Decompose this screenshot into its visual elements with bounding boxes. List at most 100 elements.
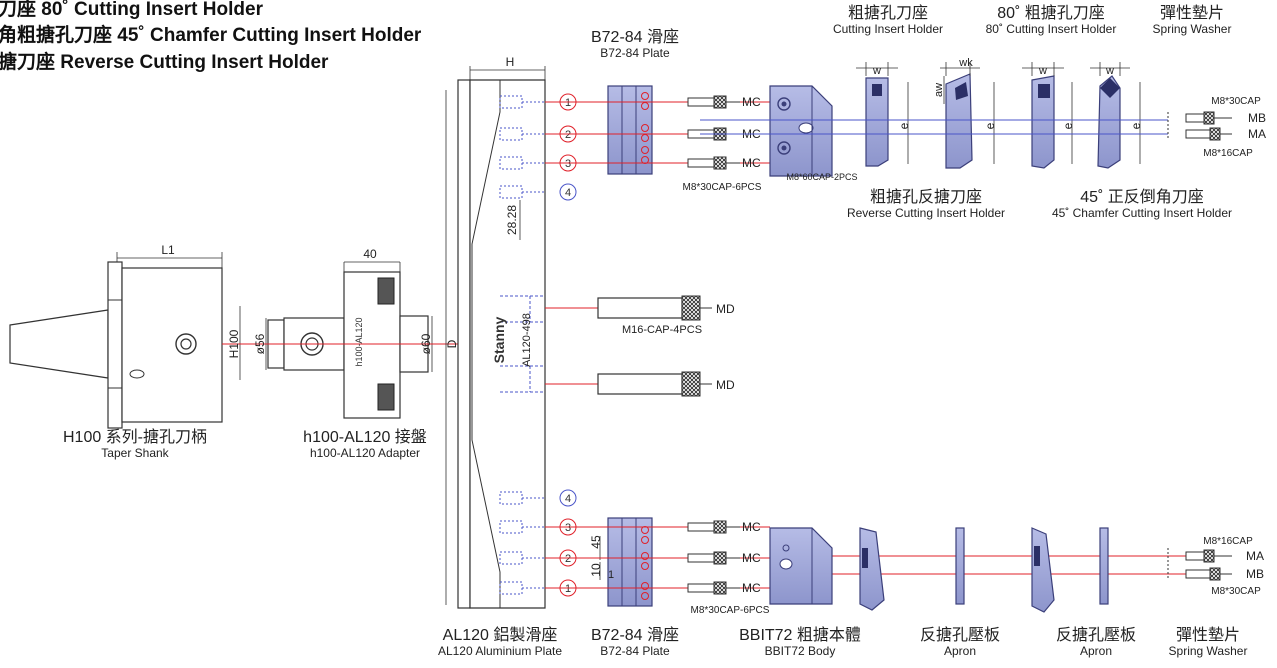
mb-label-top: MB (1248, 111, 1266, 125)
plate-code-label: AL120-498 (521, 313, 533, 367)
position-number: 3 (565, 158, 571, 170)
brand-logo-plate: Stanny (491, 316, 507, 363)
m8-30cap-right-top: M8*30CAP (1211, 96, 1261, 107)
position-number: 2 (565, 129, 571, 141)
taper-shank (9, 252, 241, 429)
dim-wk: wk (958, 57, 973, 69)
dim-2828-label: 28.28 (505, 205, 519, 235)
position-number: 1 (565, 583, 571, 595)
dim-45: 45 (589, 535, 603, 549)
md-bolt-lower (597, 371, 712, 397)
position-number: 4 (565, 187, 571, 199)
mc-label: MC (742, 520, 761, 534)
bbit72-body (769, 527, 833, 605)
position-number: 4 (565, 493, 571, 505)
dim-d60-label: ø60 (419, 333, 433, 354)
mc-screw-shank (687, 158, 715, 168)
dim-40-label: 40 (363, 247, 377, 261)
dim-e-2: e (983, 122, 997, 129)
dim-e-4: e (1129, 122, 1143, 129)
b72-plate-bottom (599, 517, 653, 607)
header-line-2: 角粗搪孔刀座 45˚ Chamfer Cutting Insert Holder (0, 25, 422, 46)
reverse-insert-holder (1031, 75, 1055, 169)
insert-holder-80 (945, 73, 973, 169)
mb-label-bottom: MB (1246, 567, 1264, 581)
mc-screw-shank (687, 583, 715, 593)
header-line-3: 搪刀座 Reverse Cutting Insert Holder (0, 52, 329, 73)
header-line-1: 刀座 80˚ Cutting Insert Holder (0, 0, 263, 20)
mc-screw-head (713, 551, 727, 565)
position-number: 1 (565, 97, 571, 109)
mc-label: MC (742, 156, 761, 170)
ma-label-bottom: MA (1246, 549, 1264, 563)
bottom-chamfer-holder (1031, 527, 1055, 613)
adapter-code-label: h100-AL120 (354, 317, 364, 366)
assembly-lines (545, 101, 1186, 589)
dim-10: 10 (589, 563, 603, 577)
ma-mb-screws-top (1167, 111, 1232, 141)
m8-30cap-bottom-label: M8*30CAP-6PCS (691, 605, 770, 616)
m8-60cap-label: M8*60CAP-2PCS (786, 172, 857, 182)
plate-holes-bottom (499, 491, 545, 595)
apron-2 (1099, 527, 1109, 605)
mc-screw-head (713, 520, 727, 534)
ma-mb-screws-bottom (1167, 548, 1232, 581)
md-label-lower: MD (716, 378, 735, 392)
dim-d-label: D (445, 339, 459, 348)
dim-d56-label: ø56 (253, 333, 267, 354)
mc-screw-head (713, 581, 727, 595)
mc-label: MC (742, 95, 761, 109)
position-marker (559, 183, 577, 201)
aluminium-plate (445, 66, 546, 609)
m8-16cap-right-bottom: M8*16CAP (1203, 536, 1253, 547)
b72-plate-top (607, 85, 653, 175)
position-number: 2 (565, 553, 571, 565)
apron-1 (955, 527, 965, 605)
ma-label-top: MA (1248, 127, 1266, 141)
dim-e-3: e (1061, 122, 1075, 129)
top-dimensions (856, 62, 1141, 164)
dim-h-label: H (506, 55, 515, 69)
bottom-reverse-holder (859, 527, 885, 611)
mc-screw-shank (687, 522, 715, 532)
md-label-upper: MD (716, 302, 735, 316)
cutting-insert-holder (865, 77, 889, 167)
dim-aw: aw (933, 83, 945, 97)
position-marker (559, 489, 577, 507)
mc-screw-head (713, 156, 727, 170)
mc-label: MC (742, 581, 761, 595)
plate-holes-top (499, 95, 545, 199)
mc-screw-head (713, 95, 727, 109)
m8-30cap-right-bottom: M8*30CAP (1211, 586, 1261, 597)
mc-screw-shank (687, 97, 715, 107)
dim-w-1: w (872, 65, 881, 77)
adapter (265, 261, 433, 419)
chamfer-insert-holder (1097, 75, 1121, 169)
dim-l1-label: L1 (161, 243, 175, 257)
m16-cap-label: M16-CAP-4PCS (622, 324, 702, 336)
dim-w-3: w (1105, 65, 1114, 77)
mc-label: MC (742, 551, 761, 565)
md-bolt-upper (597, 295, 712, 321)
m8-16cap-right-top: M8*16CAP (1203, 148, 1253, 159)
dim-e-1: e (897, 122, 911, 129)
dim-h100-label: H100 (227, 329, 241, 358)
m8-30cap-top-label: M8*30CAP-6PCS (683, 182, 762, 193)
